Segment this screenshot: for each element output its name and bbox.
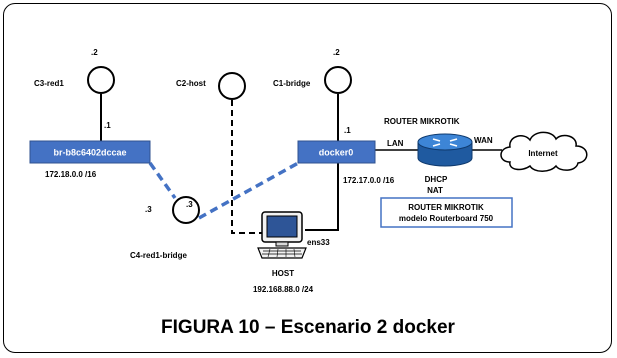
router-box-line1: ROUTER MIKROTIK	[408, 203, 484, 212]
link-c2-host-dashed	[231, 100, 262, 234]
docker0-network: 172.17.0.0 /16	[343, 176, 395, 185]
bridge-docker0-name: docker0	[319, 148, 354, 158]
c1-name: C1-bridge	[273, 79, 311, 88]
c3-name: C3-red1	[34, 79, 64, 88]
bridge-br-box	[29, 140, 151, 164]
bridge-docker0-box	[297, 140, 376, 164]
host-label: HOST	[272, 269, 294, 278]
c2-name: C2-host	[176, 79, 206, 88]
container-c4-circle	[172, 196, 200, 224]
router-title: ROUTER MIKROTIK	[384, 117, 460, 126]
router-icon	[417, 133, 473, 167]
container-c3-circle	[87, 66, 115, 94]
figure-caption: FIGURA 10 – Escenario 2 docker	[161, 317, 456, 338]
router-wan-label: WAN	[474, 136, 493, 145]
host-interface: ens33	[307, 238, 330, 247]
host-computer-icon	[257, 211, 307, 259]
link-br-c4-dashed	[148, 161, 177, 200]
internet-label: Internet	[528, 149, 558, 158]
router-model-box	[380, 197, 513, 228]
container-c1-circle	[324, 66, 352, 94]
router-dhcp-label: DHCP	[425, 175, 448, 184]
c3-ip-suffix: .2	[91, 48, 98, 57]
router-box-line2: modelo Routerboard 750	[399, 214, 494, 223]
br-gateway-suffix: .1	[104, 121, 111, 130]
c4-ip-suffix-right: .3	[186, 200, 193, 209]
container-c2-circle	[218, 72, 246, 100]
figure-frame	[3, 3, 612, 353]
link-c4-docker0-dashed	[198, 160, 301, 220]
c4-ip-suffix-left: .3	[145, 205, 152, 214]
internet-cloud-icon	[500, 131, 588, 172]
link-docker0-host	[305, 163, 339, 231]
docker0-gateway-suffix: .1	[344, 126, 351, 135]
router-nat-label: NAT	[427, 186, 443, 195]
router-lan-label: LAN	[387, 139, 404, 148]
c4-name: C4-red1-bridge	[130, 251, 187, 260]
bridge-br-name: br-b8c6402dccae	[53, 148, 126, 158]
host-network: 192.168.88.0 /24	[253, 285, 314, 294]
br-network: 172.18.0.0 /16	[45, 170, 97, 179]
c1-ip-suffix: .2	[333, 48, 340, 57]
